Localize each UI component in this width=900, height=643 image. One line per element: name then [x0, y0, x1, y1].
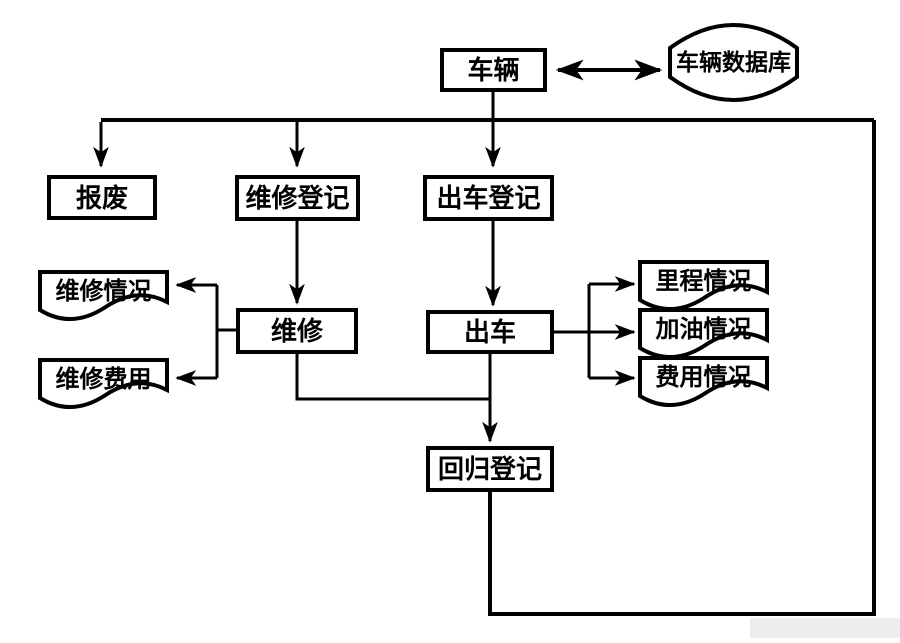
dispatch-register-node: 出车登记	[423, 175, 554, 221]
dispatch-register-label: 出车登记	[436, 183, 540, 214]
feedback-loop-line	[488, 120, 876, 616]
scrap-label: 报废	[76, 183, 128, 214]
dispatch-box	[426, 310, 554, 354]
repair-cost-doc-shape	[38, 358, 169, 409]
scrap-box	[47, 175, 157, 220]
dispatch-register-box	[423, 175, 554, 221]
cost-doc-node: 费用情况	[638, 356, 769, 407]
cost-doc-shape	[638, 356, 769, 407]
repair-cost-doc-node: 维修费用	[38, 358, 169, 409]
fuel-doc-label: 加油情况	[656, 315, 752, 343]
repair-status-doc-shape	[38, 270, 169, 321]
repair-register-label: 维修登记	[245, 183, 349, 214]
repair-label: 维修	[271, 316, 324, 347]
mileage-doc-label: 里程情况	[656, 267, 752, 295]
return-register-label: 回归登记	[438, 454, 542, 485]
repair-node: 维修	[236, 308, 358, 354]
vehicle-database-node: 车辆数据库	[668, 23, 799, 102]
repair-register-node: 维修登记	[235, 175, 360, 221]
repair-merge-line	[295, 352, 490, 401]
repair-cost-doc-label: 维修费用	[56, 365, 152, 393]
vehicle-box	[440, 48, 547, 92]
dispatch-label: 出车	[464, 317, 516, 348]
repair-box	[236, 308, 358, 354]
vehicle-database-label: 车辆数据库	[676, 49, 791, 76]
return-register-box	[426, 446, 554, 492]
repair-status-doc-node: 维修情况	[38, 270, 169, 321]
vehicle-node: 车辆	[440, 48, 547, 92]
fuel-doc-shape	[638, 308, 769, 359]
mileage-doc-shape	[638, 260, 769, 311]
repair-branch-line	[215, 285, 238, 378]
dispatch-branch-line	[552, 284, 591, 378]
watermark-remnant	[750, 618, 900, 638]
scrap-node: 报废	[47, 175, 157, 220]
repair-status-doc-label: 维修情况	[56, 277, 152, 305]
vehicle-label: 车辆	[467, 55, 519, 86]
dispatch-node: 出车	[426, 310, 554, 354]
vehicle-database-shape	[668, 23, 799, 102]
cost-doc-label: 费用情况	[656, 363, 752, 391]
mileage-doc-node: 里程情况	[638, 260, 769, 311]
return-register-node: 回归登记	[426, 446, 554, 492]
repair-register-box	[235, 175, 360, 221]
fuel-doc-node: 加油情况	[638, 308, 769, 359]
